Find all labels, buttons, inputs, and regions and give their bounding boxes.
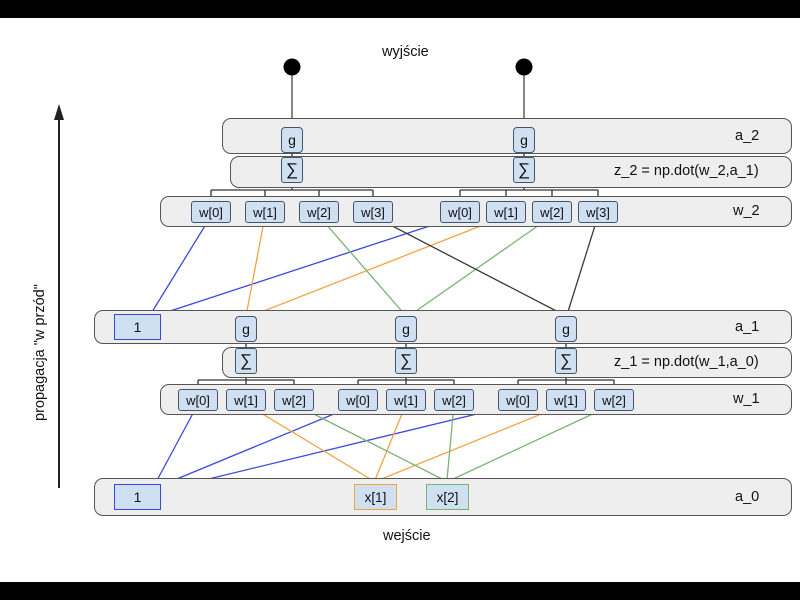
weight-box-w1-2-1[interactable]: w[1] (546, 389, 586, 411)
weight-box-w2-0-0[interactable]: w[0] (191, 201, 231, 223)
bias-node-a1[interactable]: 1 (114, 314, 161, 340)
activation-node-a1-0[interactable]: g (235, 316, 257, 342)
output-stem-1 (515, 58, 533, 118)
input-caption: wejście (383, 528, 431, 544)
weight-box-w1-2-0[interactable]: w[0] (498, 389, 538, 411)
weight-box-w1-1-0[interactable]: w[0] (338, 389, 378, 411)
propagation-arrow (54, 104, 64, 488)
edges-a1-to-w2 (151, 215, 599, 319)
weight-box-w2-0-1[interactable]: w[1] (245, 201, 285, 223)
weight-box-w2-0-3[interactable]: w[3] (353, 201, 393, 223)
activation-node-a1-1[interactable]: g (395, 316, 417, 342)
diagram-canvas: a_2 z_2 = np.dot(w_2,a_1) w_2 a_1 z_1 = … (0, 18, 800, 582)
sum-node-z2-1[interactable]: ∑ (513, 157, 535, 183)
weight-box-w1-0-1[interactable]: w[1] (226, 389, 266, 411)
activation-node-a2-0[interactable]: g (281, 127, 303, 153)
weight-box-w1-1-1[interactable]: w[1] (386, 389, 426, 411)
band-a1 (94, 310, 792, 344)
band-label-a2: a_2 (735, 128, 760, 144)
propagation-label: propagacja "w przód" (32, 284, 48, 421)
sum-node-z1-2[interactable]: ∑ (555, 348, 577, 374)
activation-node-a2-1[interactable]: g (513, 127, 535, 153)
band-label-z1: z_1 = np.dot(w_1,a_0) (614, 354, 759, 370)
weight-box-w2-1-0[interactable]: w[0] (440, 201, 480, 223)
weight-box-w2-1-2[interactable]: w[2] (532, 201, 572, 223)
activation-node-a1-2[interactable]: g (555, 316, 577, 342)
input-node-x2[interactable]: x[2] (426, 484, 469, 510)
band-a2 (222, 118, 792, 154)
band-label-z2: z_2 = np.dot(w_2,a_1) (614, 163, 759, 179)
output-stem-0 (283, 58, 301, 118)
weight-box-w1-0-0[interactable]: w[0] (178, 389, 218, 411)
band-label-a0: a_0 (735, 489, 760, 505)
input-node-x1[interactable]: x[1] (354, 484, 397, 510)
weight-box-w1-1-2[interactable]: w[2] (434, 389, 474, 411)
band-label-a1: a_1 (735, 319, 760, 335)
weight-box-w1-0-2[interactable]: w[2] (274, 389, 314, 411)
band-z1 (222, 347, 792, 378)
edges-a0-to-w1 (154, 403, 615, 493)
weight-box-w2-1-1[interactable]: w[1] (486, 201, 526, 223)
band-label-w1: w_1 (733, 391, 760, 407)
sum-node-z1-1[interactable]: ∑ (395, 348, 417, 374)
sum-node-z2-0[interactable]: ∑ (281, 157, 303, 183)
weight-box-w1-2-2[interactable]: w[2] (594, 389, 634, 411)
output-caption: wyjście (382, 44, 429, 60)
sum-node-z1-0[interactable]: ∑ (235, 348, 257, 374)
bias-node-a0[interactable]: 1 (114, 484, 161, 510)
weight-box-w2-0-2[interactable]: w[2] (299, 201, 339, 223)
band-label-w2: w_2 (733, 203, 760, 219)
weight-box-w2-1-3[interactable]: w[3] (578, 201, 618, 223)
band-z2 (230, 156, 792, 188)
